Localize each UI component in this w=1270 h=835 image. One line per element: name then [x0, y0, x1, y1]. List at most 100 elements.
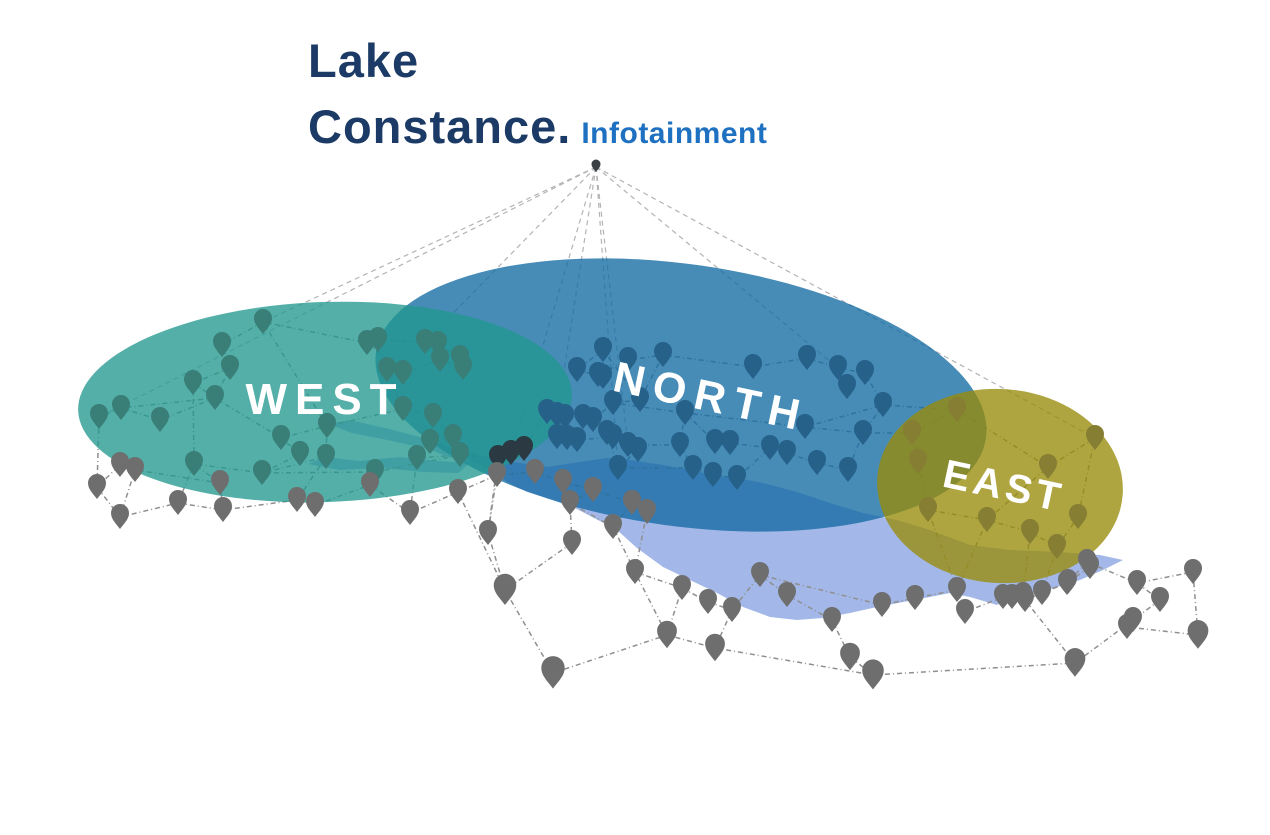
- map-pin[interactable]: [206, 385, 224, 410]
- map-pin[interactable]: [408, 445, 426, 470]
- map-pin[interactable]: [631, 387, 649, 412]
- map-pin[interactable]: [1184, 559, 1202, 584]
- map-pin[interactable]: [1059, 569, 1077, 594]
- map-pin[interactable]: [956, 599, 974, 624]
- region-east-ellipse[interactable]: [871, 381, 1130, 592]
- map-pin[interactable]: [488, 462, 506, 487]
- map-pin[interactable]: [808, 450, 826, 475]
- map-pin[interactable]: [978, 507, 996, 532]
- map-pin[interactable]: [378, 357, 396, 382]
- map-pin[interactable]: [306, 492, 324, 517]
- map-pin[interactable]: [169, 490, 187, 515]
- map-pin[interactable]: [676, 400, 694, 425]
- map-pin[interactable]: [1086, 425, 1104, 450]
- map-pin[interactable]: [211, 470, 229, 495]
- map-pin[interactable]: [288, 487, 306, 512]
- map-pin[interactable]: [684, 455, 702, 480]
- map-pin[interactable]: [221, 355, 239, 380]
- map-pin[interactable]: [1069, 504, 1087, 529]
- map-pin[interactable]: [862, 659, 884, 690]
- map-pin[interactable]: [909, 449, 927, 474]
- map-pin[interactable]: [568, 357, 586, 382]
- map-pin[interactable]: [594, 364, 612, 389]
- map-pin[interactable]: [623, 490, 641, 515]
- map-pin[interactable]: [291, 441, 309, 466]
- map-pin[interactable]: [948, 397, 966, 422]
- map-pin[interactable]: [1016, 587, 1034, 612]
- map-pin[interactable]: [451, 442, 469, 467]
- map-pin[interactable]: [751, 562, 769, 587]
- map-pin[interactable]: [394, 360, 412, 385]
- map-pin[interactable]: [214, 497, 232, 522]
- map-pin[interactable]: [449, 479, 467, 504]
- map-pin[interactable]: [515, 436, 533, 461]
- map-pin[interactable]: [839, 457, 857, 482]
- map-pin[interactable]: [394, 396, 412, 421]
- map-pin[interactable]: [416, 329, 434, 354]
- map-pin[interactable]: [906, 585, 924, 610]
- map-pin[interactable]: [903, 420, 921, 445]
- map-pin[interactable]: [673, 575, 691, 600]
- map-pin[interactable]: [369, 327, 387, 352]
- map-pin[interactable]: [554, 469, 572, 494]
- map-pin[interactable]: [706, 429, 724, 454]
- map-pin[interactable]: [721, 430, 739, 455]
- map-pin[interactable]: [184, 370, 202, 395]
- map-pin[interactable]: [829, 355, 847, 380]
- map-pin[interactable]: [151, 407, 169, 432]
- map-pin[interactable]: [541, 656, 565, 689]
- map-pin[interactable]: [431, 347, 449, 372]
- map-pin[interactable]: [823, 607, 841, 632]
- map-pin[interactable]: [421, 429, 439, 454]
- map-pin[interactable]: [112, 395, 130, 420]
- map-pin[interactable]: [424, 403, 442, 428]
- map-pin[interactable]: [254, 309, 272, 334]
- map-pin[interactable]: [619, 347, 637, 372]
- map-pin[interactable]: [454, 355, 472, 380]
- map-pin[interactable]: [609, 455, 627, 480]
- map-pin[interactable]: [111, 452, 129, 477]
- map-pin[interactable]: [798, 345, 816, 370]
- map-pin[interactable]: [699, 589, 717, 614]
- map-pin[interactable]: [493, 573, 517, 605]
- map-pin[interactable]: [1064, 648, 1086, 677]
- map-pin[interactable]: [561, 490, 579, 515]
- map-pin[interactable]: [126, 457, 144, 482]
- map-pin[interactable]: [1128, 570, 1146, 595]
- map-pin[interactable]: [919, 497, 937, 522]
- map-pin[interactable]: [361, 472, 379, 497]
- region-west-ellipse[interactable]: [75, 293, 576, 510]
- map-pin[interactable]: [479, 520, 497, 545]
- map-pin[interactable]: [213, 332, 231, 357]
- map-pin[interactable]: [90, 404, 108, 429]
- map-pin[interactable]: [657, 620, 677, 649]
- map-pin[interactable]: [723, 597, 741, 622]
- map-pin[interactable]: [761, 435, 779, 460]
- map-pin[interactable]: [840, 642, 860, 671]
- map-pin[interactable]: [1187, 620, 1209, 649]
- map-pin[interactable]: [629, 437, 647, 462]
- map-pin[interactable]: [568, 427, 586, 452]
- map-pin[interactable]: [1048, 534, 1066, 559]
- map-pin[interactable]: [584, 477, 602, 502]
- map-pin[interactable]: [638, 499, 656, 524]
- map-pin[interactable]: [1081, 554, 1099, 579]
- map-pin[interactable]: [1039, 454, 1057, 479]
- map-pin[interactable]: [272, 425, 290, 450]
- map-pin[interactable]: [584, 407, 602, 432]
- map-pin[interactable]: [185, 451, 203, 476]
- map-pin[interactable]: [854, 420, 872, 445]
- map-pin[interactable]: [401, 500, 419, 525]
- map-pin[interactable]: [317, 444, 335, 469]
- map-pin[interactable]: [318, 413, 336, 438]
- map-pin[interactable]: [556, 404, 574, 429]
- map-pin[interactable]: [604, 424, 622, 449]
- map-pin[interactable]: [626, 559, 644, 584]
- map-pin[interactable]: [778, 440, 796, 465]
- map-pin[interactable]: [563, 530, 581, 555]
- map-pin[interactable]: [88, 474, 106, 499]
- map-pin[interactable]: [594, 337, 612, 362]
- map-pin[interactable]: [1118, 614, 1136, 639]
- map-pin[interactable]: [874, 392, 892, 417]
- map-pin[interactable]: [704, 462, 722, 487]
